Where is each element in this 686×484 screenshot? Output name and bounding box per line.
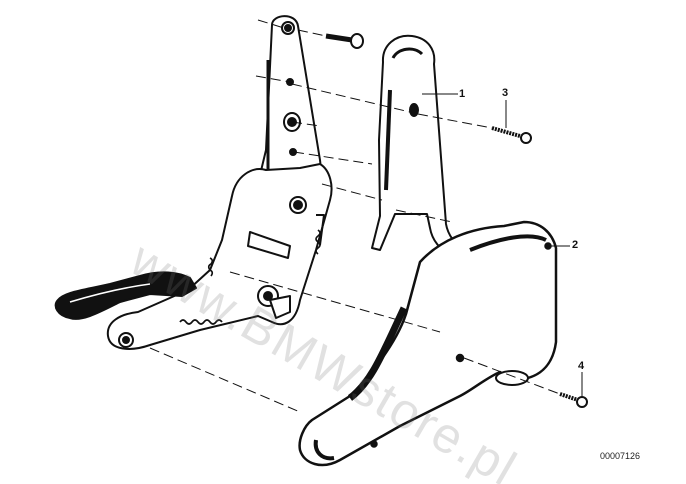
screw-part-3 (491, 126, 532, 144)
drawing-number: 00007126 (600, 451, 641, 461)
backrest-bracket-part (371, 34, 463, 257)
screw-top-part (325, 33, 364, 49)
callout-4: 4 (578, 360, 585, 372)
callout-1: 1 (459, 88, 466, 100)
screw-part-4 (559, 392, 588, 408)
assembly-guide-lines (149, 19, 561, 413)
callout-2: 2 (572, 239, 579, 251)
callout-leaders (422, 93, 583, 396)
callout-3: 3 (502, 87, 509, 99)
seat-side-cover-part (298, 220, 558, 467)
release-lever-part (54, 271, 197, 320)
recliner-mechanism (106, 163, 333, 350)
